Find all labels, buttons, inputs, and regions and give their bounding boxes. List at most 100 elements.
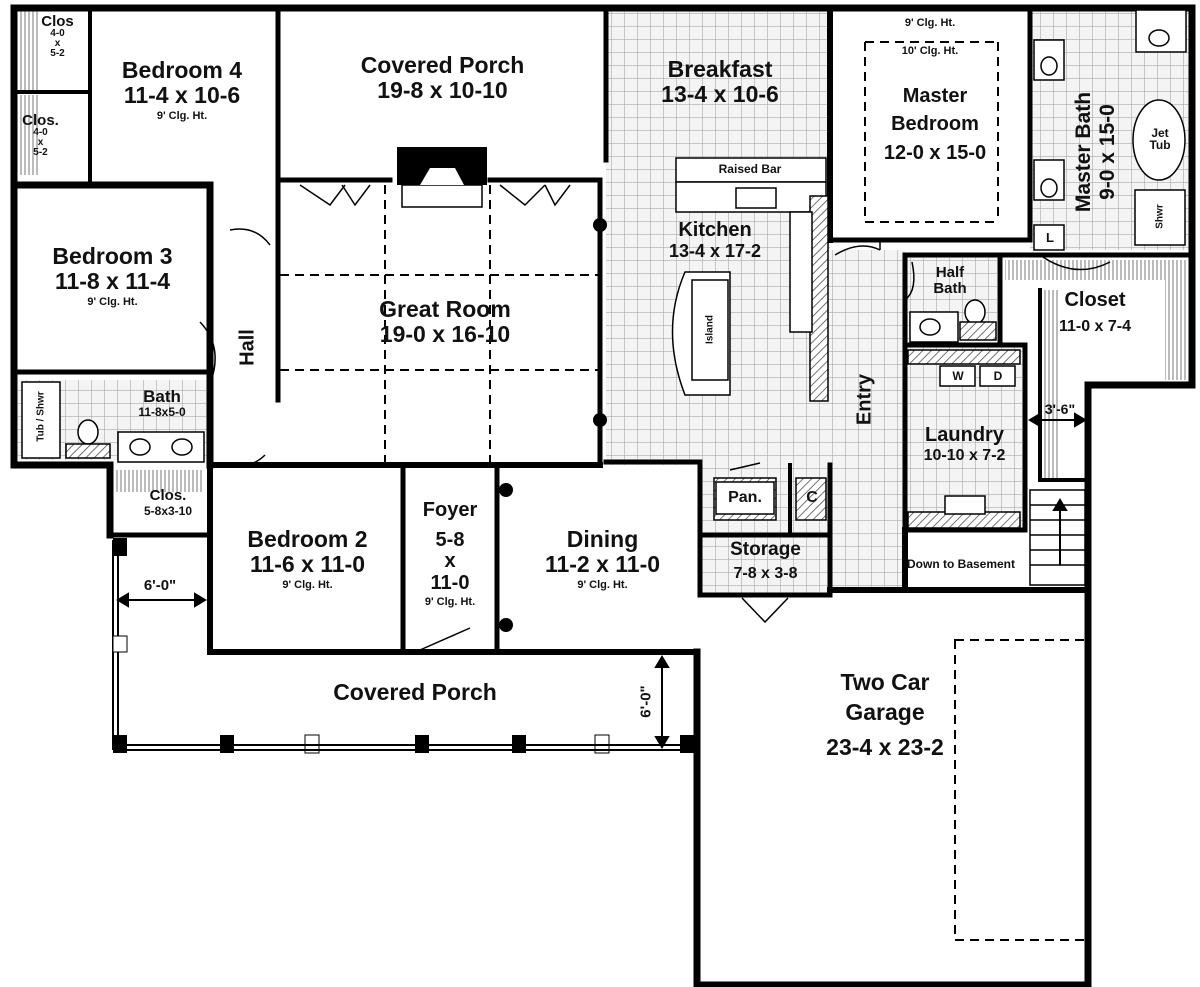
jet-tub-line2: Tub [1149, 138, 1171, 152]
dining-name: Dining [566, 526, 639, 552]
dining-label: Dining 11-2 x 11-0 9' Clg. Ht. [510, 527, 695, 592]
kitchen-name: Kitchen [678, 219, 752, 241]
entry-label: Entry [853, 373, 876, 426]
foyer-d3: 11-0 [430, 571, 470, 594]
dim-porch-depth: 6'-0" [637, 685, 655, 718]
bedroom4-clg: 9' Clg. Ht. [156, 109, 208, 122]
dim-closet-opening: 3'-6" [1044, 401, 1076, 417]
closet-name: Closet [1064, 289, 1126, 311]
master-bedroom-name2: Bedroom [891, 112, 979, 135]
breakfast-dim: 13-4 x 10-6 [661, 80, 779, 107]
laundry-label: Laundry 10-10 x 7-2 [902, 424, 1027, 464]
fireplace [397, 147, 487, 208]
clos-top-label: Clos 4-0 x 5-2 [30, 14, 85, 59]
dim-porch-width: 6'-0" [143, 577, 177, 594]
breakfast-name: Breakfast [667, 56, 773, 82]
storage-name: Storage [730, 539, 801, 560]
bedroom2-name: Bedroom 2 [247, 526, 368, 552]
covered-porch-bottom-label: Covered Porch [270, 680, 560, 705]
foyer-d2: x [444, 550, 456, 573]
laundry-dim: 10-10 x 7-2 [923, 446, 1006, 464]
island-label: Island [704, 315, 716, 344]
bedroom3-dim: 11-8 x 11-4 [54, 267, 171, 294]
porch-columns [112, 218, 694, 754]
master-clg-9: 9' Clg. Ht. [904, 17, 956, 29]
raised-bar-label: Raised Bar [718, 162, 782, 176]
half-bath-name2: Bath [933, 280, 967, 298]
bath-dim: 11-8x5-0 [138, 405, 186, 420]
bedroom2-dim: 11-6 x 11-0 [249, 550, 366, 577]
clos-bottom-label: Clos. 5-8x3-10 [128, 488, 208, 517]
bath-label: Bath 11-8x5-0 [122, 387, 202, 420]
basement-stairs [1029, 489, 1086, 586]
clos-mid-d3: 5-2 [33, 147, 48, 158]
covered-porch-bottom-name: Covered Porch [333, 679, 497, 705]
clos-top-d2: x [54, 38, 61, 49]
kitchen-label: Kitchen 13-4 x 17-2 [640, 219, 790, 261]
pantry-label: Pan. [728, 489, 762, 506]
tub-shower-label: Tub / Shwr [35, 391, 47, 442]
storage-dim: 7-8 x 3-8 [733, 564, 798, 582]
kitchen-dim: 13-4 x 17-2 [668, 240, 762, 261]
closet-dim: 11-0 x 7-4 [1058, 317, 1132, 335]
clos-top-d1: 4-0 [50, 28, 65, 39]
bath-name: Bath [143, 387, 181, 406]
clos-mid-label: Clos. 4-0 x 5-2 [18, 113, 63, 158]
clos-top-d3: 5-2 [50, 48, 65, 59]
clos-top-name: Clos [41, 13, 74, 30]
jet-tub-label: Jet Tub [1140, 127, 1180, 151]
great-room-name: Great Room [379, 296, 511, 322]
bedroom4-dim: 11-4 x 10-6 [123, 81, 241, 108]
master-bedroom-label: Master Bedroom 12-0 x 15-0 [855, 85, 1015, 165]
clos-mid-name: Clos. [22, 112, 59, 129]
foyer-label: Foyer 5-8 x 11-0 9' Clg. Ht. [405, 499, 495, 609]
coat-closet-label: C [806, 489, 818, 506]
master-bath-name: Master Bath [1072, 91, 1095, 213]
bedroom4-label: Bedroom 4 11-4 x 10-6 9' Clg. Ht. [92, 58, 272, 123]
covered-porch-top-name: Covered Porch [360, 52, 525, 78]
bedroom2-label: Bedroom 2 11-6 x 11-0 9' Clg. Ht. [215, 527, 400, 592]
closet-shelving [18, 10, 1187, 492]
kitchen-counters [671, 157, 829, 402]
garage-label: Two Car Garage 23-4 x 23-2 [790, 670, 980, 759]
linen-label: L [1046, 230, 1054, 245]
bedroom3-name: Bedroom 3 [52, 243, 173, 269]
down-to-basement-label: Down to Basement [907, 557, 1016, 571]
master-clg-10: 10' Clg. Ht. [901, 45, 959, 57]
master-bath-label: Master Bath 9-0 x 15-0 [1072, 52, 1132, 252]
clos-bottom-dim: 5-8x3-10 [143, 504, 193, 518]
bedroom4-name: Bedroom 4 [121, 57, 243, 83]
jet-tub-line1: Jet [1151, 126, 1169, 140]
bedroom3-clg: 9' Clg. Ht. [87, 295, 138, 308]
covered-porch-top-dim: 19-8 x 10-10 [377, 76, 508, 103]
storage-label: Storage 7-8 x 3-8 [703, 539, 828, 582]
great-room-label: Great Room 19-0 x 16-10 [295, 297, 595, 347]
dimension-arrows [116, 412, 1087, 749]
clos-mid-d2: x [37, 137, 44, 148]
fixtures [21, 9, 1187, 529]
dining-clg: 9' Clg. Ht. [577, 578, 628, 591]
doors [199, 184, 1111, 651]
dining-dim: 11-2 x 11-0 [544, 550, 661, 577]
clos-mid-d1: 4-0 [33, 127, 48, 138]
clos-bottom-name: Clos. [149, 487, 187, 504]
foyer-name: Foyer [422, 499, 478, 521]
great-room-dim: 19-0 x 16-10 [379, 320, 511, 347]
master-bath-dim: 9-0 x 15-0 [1096, 104, 1119, 200]
shower-label: Shwr [1154, 204, 1166, 229]
walls [10, 4, 1196, 987]
master-bedroom-name: Master [902, 85, 968, 107]
foyer-clg: 9' Clg. Ht. [424, 596, 476, 609]
dryer-label: D [993, 369, 1003, 383]
garage-dim: 23-4 x 23-2 [826, 733, 944, 760]
half-bath-label: Half Bath [915, 264, 985, 298]
breakfast-label: Breakfast 13-4 x 10-6 [615, 57, 825, 107]
garage-name2: Garage [845, 698, 925, 725]
laundry-name: Laundry [925, 424, 1004, 446]
foyer-d1: 5-8 [435, 528, 465, 551]
hall-label: Hall [236, 329, 259, 366]
ceiling-lines [280, 41, 1088, 941]
garage-name1: Two Car [840, 669, 930, 695]
